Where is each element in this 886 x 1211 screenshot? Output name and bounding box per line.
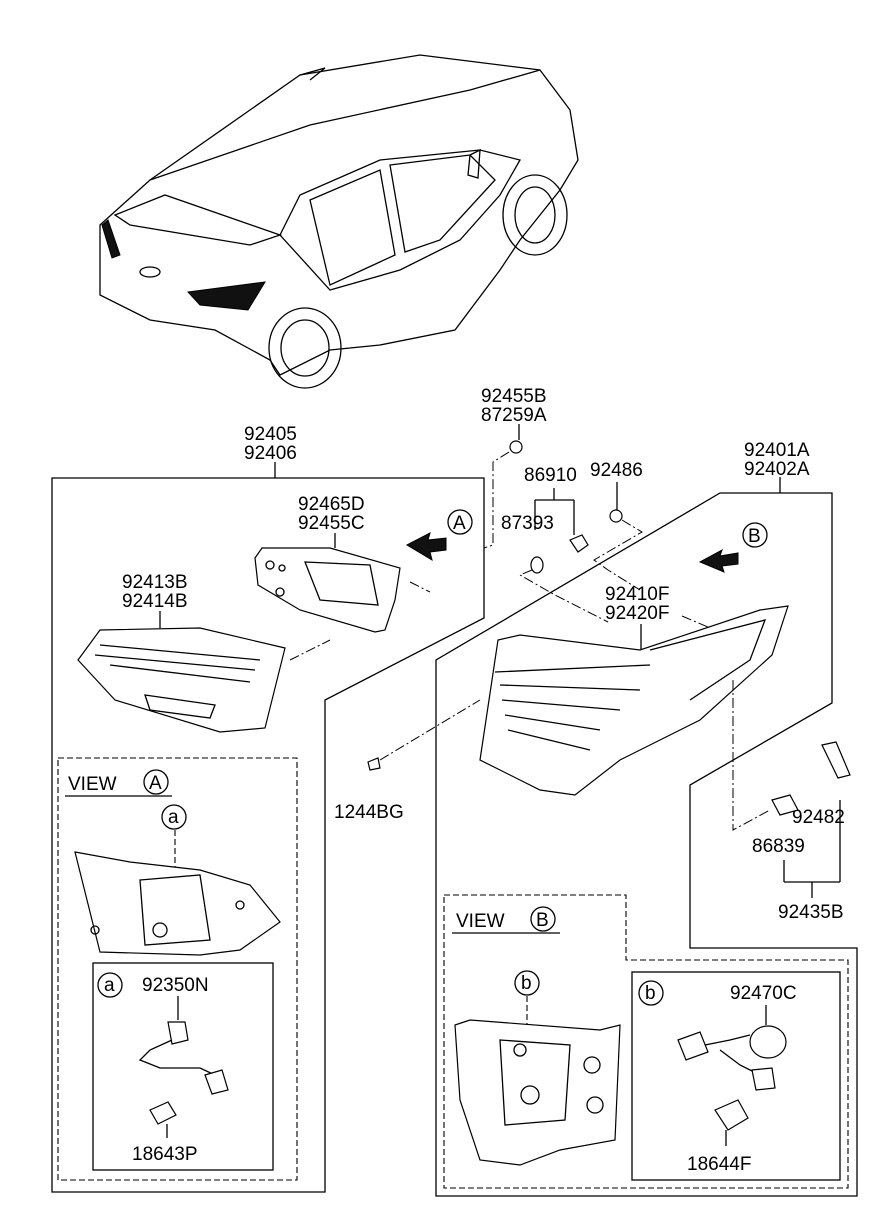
callout-b-letter: b (521, 973, 532, 994)
view-a-panel (57, 757, 298, 1181)
arrow-a-icon (405, 532, 447, 562)
label-92455B: 92455B (481, 386, 547, 407)
label-92410F: 92410F (605, 584, 669, 605)
view-b-panel (443, 894, 849, 1189)
view-a-letter: A (453, 513, 466, 534)
label-92401A: 92401A (744, 440, 810, 461)
assembly-frame-left (51, 477, 485, 1193)
label-86910: 86910 (524, 465, 577, 486)
callout-a-letter: a (168, 807, 179, 828)
label-1244BG: 1244BG (334, 802, 404, 823)
clip-icon (569, 534, 589, 553)
outer-tail-lamp-part (479, 605, 789, 796)
label-92470C: 92470C (730, 983, 797, 1004)
label-92350N: 92350N (142, 975, 209, 996)
inner-tail-lamp-part (77, 627, 286, 733)
arrow-b-icon (698, 548, 739, 573)
detail-b-letter: b (645, 983, 656, 1004)
label-18644F: 18644F (687, 1154, 751, 1175)
view-b-callout (742, 522, 768, 548)
socket-wiring-92350N (167, 1021, 189, 1045)
label-92413B: 92413B (122, 572, 188, 593)
grommet-icon (530, 556, 544, 574)
callout-b (514, 970, 540, 996)
view-a-callout (447, 509, 473, 535)
view-a-title-letter: A (149, 773, 162, 794)
vehicle-illustration (99, 54, 579, 389)
view-b-lamp-back (454, 1019, 621, 1166)
detail-a-letter: a (104, 975, 115, 996)
label-92405: 92405 (244, 424, 297, 445)
bulb-18643P-icon (149, 1101, 177, 1125)
socket-wiring-92470C (749, 1025, 787, 1059)
view-b-title-letter: B (536, 910, 549, 931)
callout-a (161, 804, 187, 830)
screw-clip-icon (609, 509, 623, 523)
screw-1244BG-icon (367, 757, 381, 771)
label-92486: 92486 (590, 460, 643, 481)
label-87393: 87393 (501, 513, 554, 534)
label-92455C: 92455C (298, 513, 365, 534)
bulb-86839-icon (771, 794, 799, 816)
gasket-part (254, 547, 401, 633)
view-b-title: VIEW (456, 911, 505, 932)
view-a-lamp-back (74, 851, 281, 956)
nut-icon (509, 440, 523, 454)
label-92406: 92406 (244, 443, 297, 464)
detail-b-box (631, 971, 841, 1181)
view-b-letter: B (748, 526, 761, 547)
label-92465D: 92465D (298, 494, 365, 515)
detail-a-box (92, 962, 274, 1171)
label-86839: 86839 (752, 836, 805, 857)
label-92435B: 92435B (778, 902, 844, 923)
label-92420F: 92420F (605, 603, 669, 624)
bulb-18644F-icon (714, 1099, 749, 1131)
label-92402A: 92402A (744, 459, 810, 480)
label-92414B: 92414B (122, 591, 188, 612)
label-18643P: 18643P (132, 1144, 198, 1165)
view-a-title: VIEW (68, 774, 117, 795)
socket-92482-icon (821, 741, 851, 779)
label-92482: 92482 (792, 807, 845, 828)
label-87259A: 87259A (481, 405, 547, 426)
assembly-frame-right (435, 492, 858, 1197)
